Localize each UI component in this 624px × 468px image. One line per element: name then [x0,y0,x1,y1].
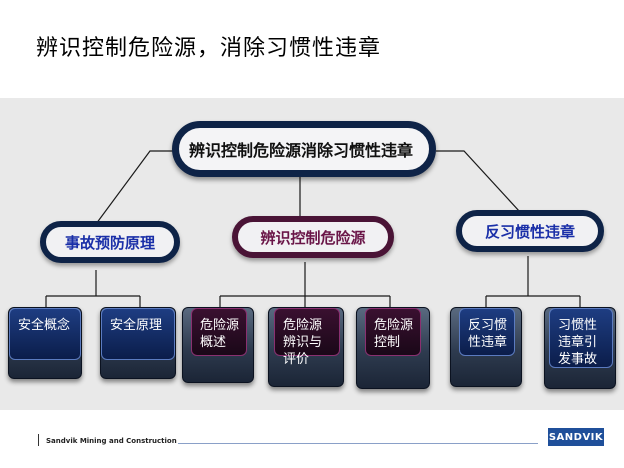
leaf-node-violation-accidents: 习惯性违章引发事故 [544,307,616,389]
logo-text: SANDVIK [548,431,604,443]
root-node: 辨识控制危险源消除习惯性违章 [172,121,436,177]
page-title: 辨识控制危险源，消除习惯性违章 [36,36,382,61]
leaf-node-hazard-control: 危险源控制 [356,307,430,389]
footer-divider [38,434,39,446]
leaf-node-safety-concept: 安全概念 [8,307,82,379]
footer-company: Sandvik Mining and Construction [46,437,177,445]
branch-label: 事故预防原理 [64,233,155,252]
leaf-label: 反习惯性违章 [459,308,515,356]
branch-node-anti-habitual-violation: 反习惯性违章 [456,210,604,252]
branch-node-accident-prevention: 事故预防原理 [40,221,180,263]
leaf-label: 危险源概述 [191,308,247,356]
leaf-label: 安全原理 [101,308,175,360]
sandvik-logo: SANDVIK [548,428,604,446]
leaf-label: 安全概念 [9,308,81,360]
branch-label: 辨识控制危险源 [260,228,366,247]
branch-label: 反习惯性违章 [484,222,575,241]
leaf-label: 危险源辨识与评价 [274,308,340,367]
root-label: 辨识控制危险源消除习惯性违章 [189,141,414,160]
leaf-node-safety-principle: 安全原理 [100,307,176,379]
leaf-label: 危险源控制 [365,308,421,356]
leaf-node-hazard-identification: 危险源辨识与评价 [268,307,344,387]
leaf-label: 习惯性违章引发事故 [549,308,613,368]
branch-node-hazard-control: 辨识控制危险源 [232,216,394,258]
leaf-node-hazard-overview: 危险源概述 [182,307,254,383]
leaf-node-anti-violation: 反习惯性违章 [450,307,522,387]
footer-rule [178,443,538,444]
